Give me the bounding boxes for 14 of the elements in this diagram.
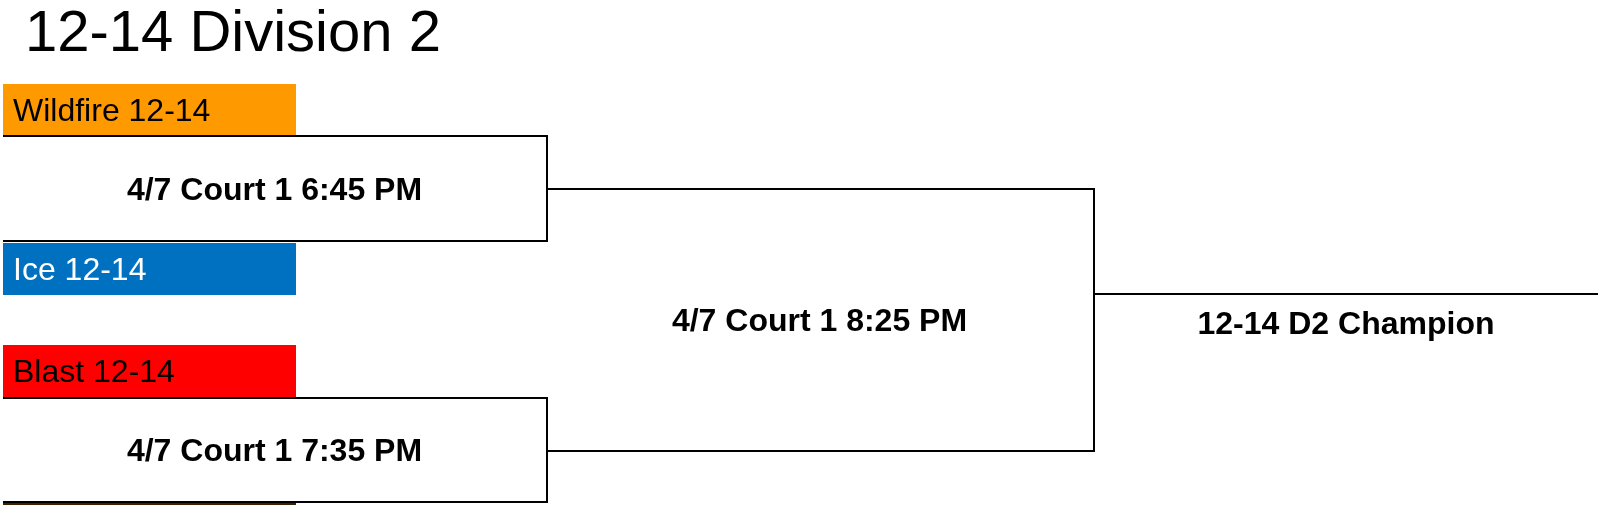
team-name: Blast 12-14 [13,355,175,387]
match-time: 4/7 Court 1 7:35 PM [126,434,423,466]
match-bracket [546,188,1095,452]
team-name: Ice 12-14 [13,253,147,285]
match-bracket [3,135,548,242]
champion-label: 12-14 D2 Champion [1197,307,1495,339]
team-name: Wildfire 12-14 [13,94,211,126]
match-time: 4/7 Court 1 6:45 PM [126,172,423,205]
match-bracket [3,397,548,503]
team-bar [3,345,296,397]
bracket-title: 12-14 Division 2 [25,2,441,60]
team-bar [3,84,296,136]
match-time: 4/7 Court 1 8:25 PM [671,304,968,336]
team-bar [3,243,296,295]
